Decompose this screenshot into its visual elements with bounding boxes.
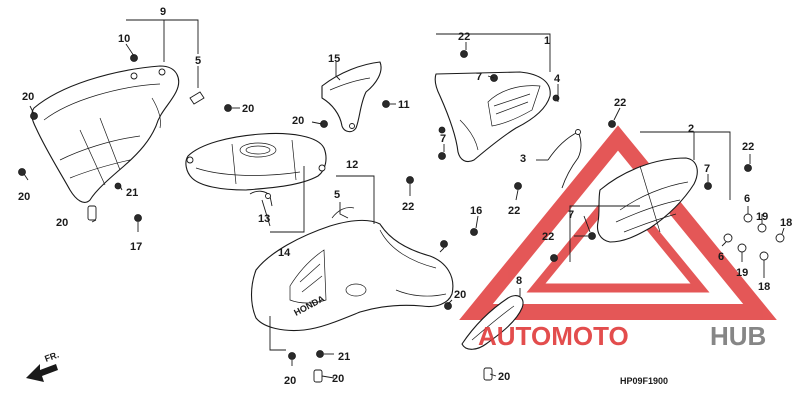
callout-22-c: 22 (508, 205, 520, 217)
callout-7-b: 7 (440, 133, 446, 145)
callout-5-mid: 5 (334, 189, 340, 201)
callout-21-b: 21 (338, 351, 350, 363)
side-cover-part-12: HONDA (250, 207, 454, 332)
callout-6-b: 6 (718, 251, 724, 263)
plate-part-8 (461, 295, 524, 350)
callout-7-a: 7 (476, 71, 482, 83)
callout-20-g: 20 (284, 375, 296, 387)
callout-2: 2 (688, 123, 694, 135)
callout-22-b: 22 (402, 201, 414, 213)
callout-20-a: 20 (22, 91, 34, 103)
watermark-word-red: AUTOMOTO (478, 321, 629, 351)
callout-20-c: 20 (56, 217, 68, 229)
callout-4: 4 (554, 73, 561, 85)
front-cover-part-9 (31, 65, 180, 203)
callout-8: 8 (516, 275, 522, 287)
inner-panel-part-1 (434, 71, 551, 163)
callout-22-a: 22 (458, 31, 470, 43)
callout-20-d: 20 (242, 103, 254, 115)
figure-code: HP09F1900 (620, 376, 668, 386)
watermark-text: AUTOMOTO HUB (478, 321, 766, 351)
callout-12: 12 (346, 159, 358, 171)
callout-3: 3 (520, 153, 526, 165)
bracket-part-3 (547, 129, 582, 189)
bracket-part-13 (249, 190, 273, 207)
callout-5-top: 5 (195, 55, 201, 67)
callout-6-a: 6 (744, 193, 750, 205)
bracket-part-15 (321, 61, 382, 133)
callout-13: 13 (258, 213, 270, 225)
callout-1: 1 (544, 35, 550, 47)
callout-14: 14 (278, 247, 291, 259)
side-panel-part-2 (596, 157, 698, 243)
callout-21-a: 21 (126, 187, 138, 199)
callout-22-e: 22 (742, 141, 754, 153)
callout-labels: 9 10 5 20 20 21 20 17 20 20 15 11 13 14 … (18, 6, 792, 387)
callout-18-b: 18 (758, 281, 770, 293)
callout-22-d: 22 (614, 97, 626, 109)
front-direction-label: FR. (43, 350, 60, 364)
callout-19-b: 19 (736, 267, 748, 279)
callout-9: 9 (160, 6, 166, 18)
callout-11: 11 (398, 99, 410, 111)
callout-19-a: 19 (756, 211, 768, 223)
leader-lines (23, 19, 785, 379)
watermark-word-grey: HUB (710, 321, 766, 351)
callout-17: 17 (130, 241, 142, 253)
tank-cover-part-14 (185, 133, 327, 191)
callout-20-i: 20 (498, 371, 510, 383)
callout-22-f: 22 (542, 231, 554, 243)
callout-18-a: 18 (780, 217, 792, 229)
callout-20-h: 20 (332, 373, 344, 385)
callout-10: 10 (118, 33, 130, 45)
callout-15: 15 (328, 53, 340, 65)
callout-16: 16 (470, 205, 482, 217)
callout-20-f: 20 (454, 289, 466, 301)
fastener-set (18, 50, 785, 383)
callout-7-c: 7 (704, 163, 710, 175)
callout-7-d: 7 (568, 209, 574, 221)
callout-20-e: 20 (292, 115, 304, 127)
watermark-logo (459, 125, 777, 320)
callout-20-b: 20 (18, 191, 30, 203)
front-direction-indicator: FR. (26, 350, 60, 382)
